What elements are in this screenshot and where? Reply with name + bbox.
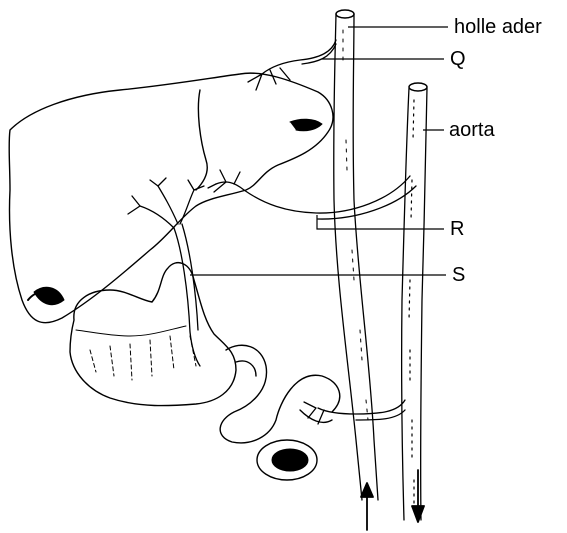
hepatic-artery — [208, 170, 416, 219]
hepatic-vein — [248, 40, 336, 90]
leader-lines — [190, 27, 448, 275]
label-aorta: aorta — [449, 120, 495, 140]
intestine — [220, 345, 340, 480]
leader-r — [317, 215, 444, 229]
label-holle-ader: holle ader — [454, 17, 542, 37]
label-r: R — [450, 219, 464, 239]
liver — [9, 73, 333, 323]
stomach — [70, 263, 236, 406]
label-q: Q — [450, 49, 466, 69]
blood-flow-arrows — [361, 470, 424, 530]
vena-cava — [334, 10, 378, 500]
label-s: S — [452, 265, 465, 285]
aorta-vessel — [402, 83, 427, 520]
portal-vein — [128, 178, 204, 366]
